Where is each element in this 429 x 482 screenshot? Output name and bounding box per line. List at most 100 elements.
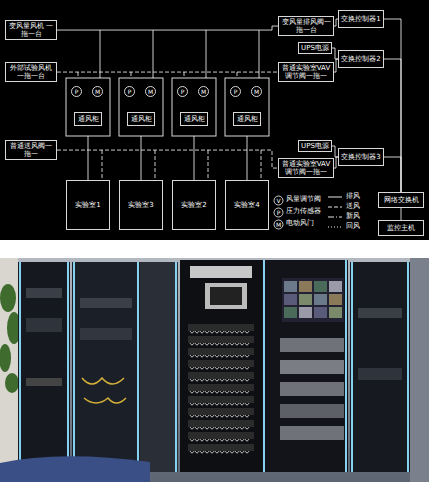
- legend-sample: [274, 196, 342, 229]
- patch-panel: [188, 324, 254, 331]
- symbol-letter: M: [274, 220, 283, 229]
- connector-line: [401, 208, 402, 220]
- legend-text: 回风: [346, 223, 360, 231]
- duct-line: [206, 30, 207, 78]
- duct-line: [102, 150, 103, 180]
- sensor-circle: M: [145, 86, 156, 97]
- rack-c: [190, 266, 252, 278]
- video-wall: [329, 294, 342, 305]
- plant: [0, 344, 11, 372]
- node-text: 普通实验室VAV调节阀一拖一: [281, 160, 331, 176]
- symbol-letter: P: [274, 208, 283, 217]
- server-room: [0, 258, 429, 482]
- duct-line: [247, 136, 248, 180]
- rack-b: [137, 262, 139, 472]
- video-wall: [314, 307, 327, 318]
- legend-sample: [328, 227, 342, 228]
- node-text: 变风量风机 一拖一台: [8, 22, 54, 38]
- rack-a: [18, 262, 70, 472]
- patch-panel: [188, 396, 254, 403]
- rack-d: [262, 260, 348, 472]
- node-text: M: [148, 89, 153, 95]
- patch-panel: [188, 348, 254, 355]
- node-text: M: [254, 89, 259, 95]
- legend-text: 新风: [346, 213, 360, 221]
- video-wall: [329, 307, 342, 318]
- connector-line: [384, 59, 401, 192]
- video-wall: [299, 281, 312, 292]
- duct-line: [261, 150, 262, 180]
- equipment-box: UPS电源: [298, 140, 332, 152]
- room-wall: [0, 258, 429, 482]
- legend-sample: [328, 197, 342, 198]
- connector-line: [57, 72, 278, 73]
- equipment-box: 变风量排风阀一拖一台: [278, 16, 334, 36]
- node-text: 实验室3: [128, 201, 153, 209]
- rack-a: [19, 262, 21, 472]
- sensor-circle: M: [92, 86, 103, 97]
- rack-b: [80, 298, 132, 308]
- sensor-circle: P: [177, 86, 188, 97]
- node-text: 交换控制器2: [341, 55, 380, 63]
- equipment-box: 网络交换机: [378, 192, 424, 208]
- rack-d: [282, 278, 344, 322]
- rack-b: [80, 328, 132, 340]
- node-text: 实验室1: [75, 201, 100, 209]
- equipment-box: 实验室4: [225, 180, 269, 230]
- sensor-circle: M: [198, 86, 209, 97]
- node-text: 通风柜: [78, 115, 99, 123]
- legend-sample: [328, 217, 342, 218]
- equipment-box: 通风柜: [233, 112, 261, 126]
- legend-text: 风量调节阀: [286, 196, 321, 204]
- patch-panel: [190, 403, 249, 405]
- connector-line: [57, 150, 278, 168]
- fume-hood-outline: [119, 78, 163, 136]
- rack-d: [280, 426, 344, 440]
- patch-panel: [188, 360, 254, 367]
- patch-panel: [190, 439, 249, 441]
- open-door: [140, 262, 178, 472]
- plant: [0, 284, 21, 393]
- duct-line: [78, 30, 261, 180]
- legend-text: 电动风门: [286, 220, 314, 228]
- rack-a: [67, 262, 69, 472]
- duct-line: [78, 72, 79, 78]
- patch-panel: [188, 336, 254, 343]
- node-text: UPS电源: [301, 44, 329, 52]
- legend-text: 排风: [346, 193, 360, 201]
- node-text: P: [128, 89, 132, 95]
- patch-panel: [188, 324, 254, 453]
- rack-e: [350, 262, 410, 472]
- legend-text: 送风: [346, 203, 360, 211]
- sensor-circle: M: [251, 86, 262, 97]
- duct-line: [155, 150, 156, 180]
- rack-d: [263, 260, 265, 472]
- patch-panel: [190, 391, 249, 393]
- legend-sample: [328, 207, 342, 208]
- patch-panel: [190, 415, 249, 417]
- legend-text: 压力传感器: [286, 208, 321, 216]
- node-text: M: [95, 89, 100, 95]
- equipment-box: 实验室1: [66, 180, 110, 230]
- rack-e: [351, 262, 353, 472]
- equipment-box: 普通实验室VAV调节阀一拖一: [278, 62, 334, 82]
- fume-hood-outline: [172, 78, 216, 136]
- rack-d: [280, 382, 344, 396]
- plant: [5, 373, 19, 393]
- rack-e: [358, 308, 402, 318]
- video-wall: [314, 281, 327, 292]
- rack-c: [205, 283, 247, 309]
- patch-panel: [188, 408, 254, 415]
- rack-a: [26, 288, 62, 298]
- connector-line: [57, 26, 278, 30]
- legend-sample: [274, 196, 283, 205]
- node-text: P: [75, 89, 79, 95]
- rack-c: [210, 287, 242, 305]
- node-text: 网络交换机: [384, 196, 419, 204]
- legend-sample: [274, 220, 283, 229]
- node-text: M: [201, 89, 206, 95]
- rack-a: [26, 378, 62, 386]
- rack-c: [180, 260, 262, 472]
- equipment-box: UPS电源: [298, 42, 332, 54]
- patch-panel: [190, 427, 249, 429]
